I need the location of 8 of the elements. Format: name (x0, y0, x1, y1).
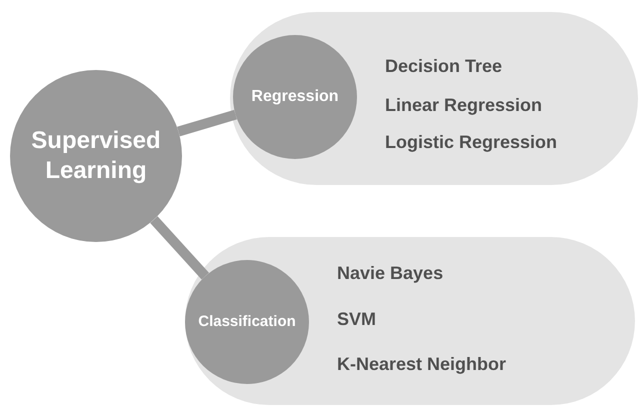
algorithm-label: Logistic Regression (385, 133, 558, 151)
connector-line (150, 216, 209, 280)
algorithm-label: Linear Regression (385, 96, 542, 114)
algorithm-label: Navie Bayes (337, 264, 444, 282)
connector-line (177, 110, 237, 136)
algorithm-label: K-Nearest Neighbor (337, 355, 506, 373)
algorithm-label: Decision Tree (385, 57, 502, 75)
algorithm-label: SVM (337, 310, 376, 328)
